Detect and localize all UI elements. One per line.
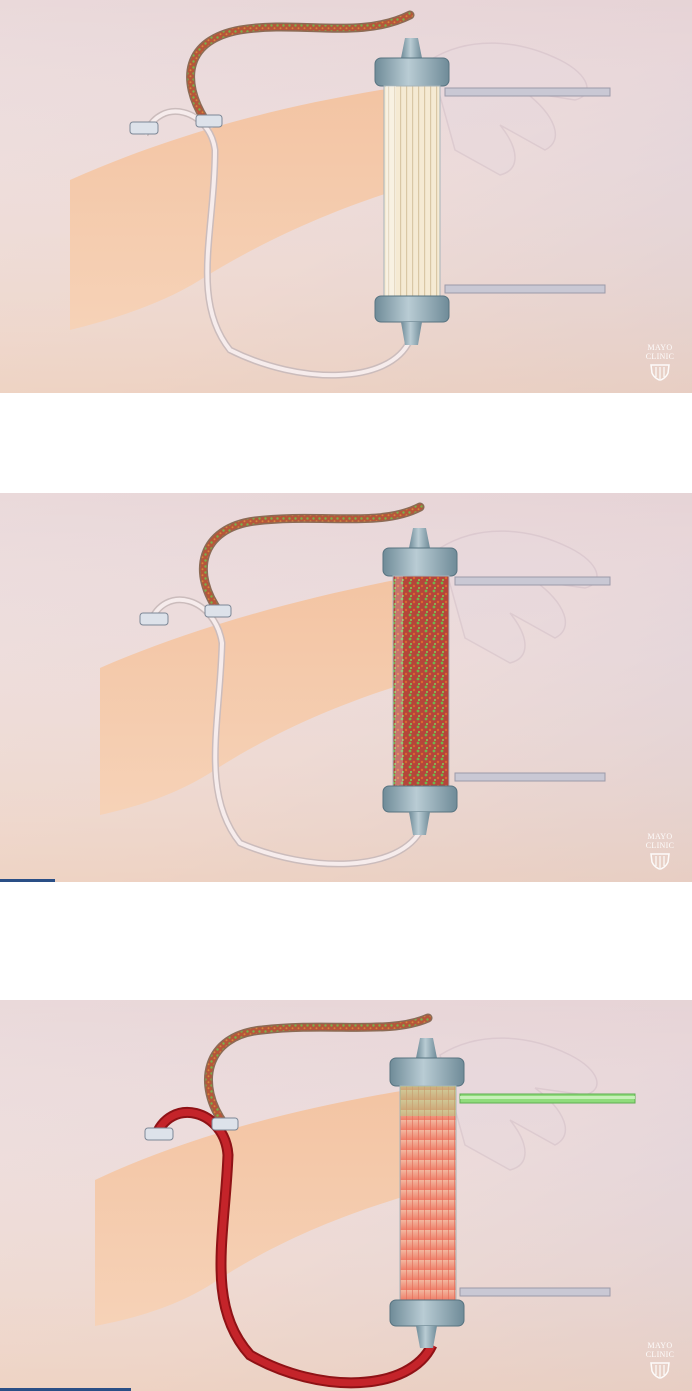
logo-line-1: MAYO <box>640 343 680 352</box>
dialysis-illustration-1 <box>0 0 692 393</box>
mayo-clinic-logo: MAYO CLINIC <box>640 1341 680 1379</box>
logo-line-2: CLINIC <box>640 841 680 850</box>
logo-line-1: MAYO <box>640 1341 680 1350</box>
logo-line-2: CLINIC <box>640 352 680 361</box>
dialysis-illustration-3 <box>0 1000 692 1391</box>
logo-line-1: MAYO <box>640 832 680 841</box>
dialyzer-cartridge <box>390 1038 464 1348</box>
mayo-shield-icon <box>649 1361 671 1379</box>
mayo-clinic-logo: MAYO CLINIC <box>640 343 680 381</box>
video-progress-bar[interactable] <box>0 879 55 882</box>
dialyzer-cartridge <box>375 38 449 345</box>
illustration-frame-3: MAYO CLINIC <box>0 1000 692 1391</box>
dialyzer-cartridge <box>383 528 457 835</box>
illustration-frame-2: MAYO CLINIC <box>0 493 692 882</box>
mayo-shield-icon <box>649 363 671 381</box>
logo-line-2: CLINIC <box>640 1350 680 1359</box>
mayo-shield-icon <box>649 852 671 870</box>
dialysis-illustration-2 <box>0 493 692 882</box>
illustration-frame-1: MAYO CLINIC <box>0 0 692 393</box>
mayo-clinic-logo: MAYO CLINIC <box>640 832 680 870</box>
